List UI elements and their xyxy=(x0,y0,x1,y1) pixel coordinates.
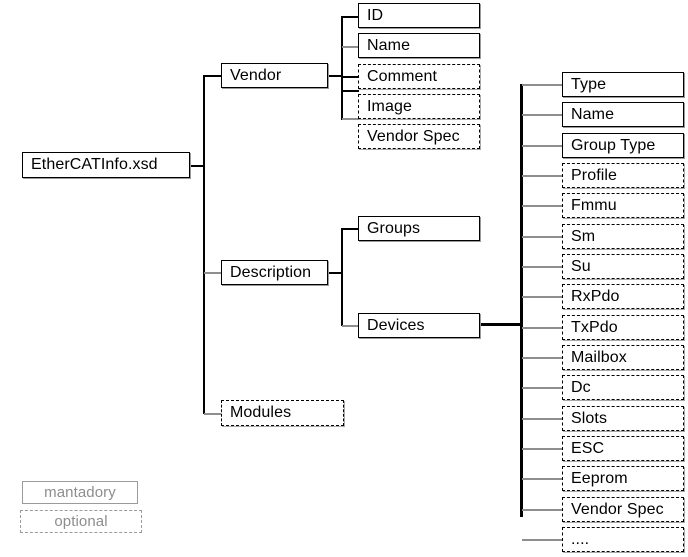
node-label: Devices xyxy=(367,316,425,334)
node-ethercatinfo-xsd[interactable]: EtherCATInfo.xsd xyxy=(22,152,190,178)
node-label: Vendor Spec xyxy=(367,127,460,145)
legend-optional: optional xyxy=(20,510,142,533)
connector-device-to-slots xyxy=(522,418,562,420)
node-device-sm[interactable]: Sm xyxy=(562,224,684,249)
node-label: Sm xyxy=(571,227,596,245)
connector-device-to-eeprom xyxy=(522,478,562,480)
node-label: Type xyxy=(571,75,607,93)
connector-device-to-profile xyxy=(522,175,562,177)
node-device-slots[interactable]: Slots xyxy=(562,406,684,431)
node-label: Vendor xyxy=(230,66,282,84)
connector-device-to-type xyxy=(522,84,562,86)
node-vendor-comment[interactable]: Comment xyxy=(358,64,480,89)
node-label: Image xyxy=(367,97,412,115)
connector-description-trunk xyxy=(341,228,343,326)
node-device-profile[interactable]: Profile xyxy=(562,163,684,188)
node-vendor[interactable]: Vendor xyxy=(221,63,328,88)
node-label: Eeprom xyxy=(571,469,628,487)
connector-main-trunk xyxy=(203,75,205,414)
connector-device-to-txpdo xyxy=(522,327,562,329)
node-device-type[interactable]: Type xyxy=(562,72,684,97)
node-label: Description xyxy=(230,263,312,281)
connector-device-to-su xyxy=(522,266,562,268)
node-vendor-id[interactable]: ID xyxy=(358,3,480,28)
node-device-name[interactable]: Name xyxy=(562,102,684,127)
connector-device-to-esc xyxy=(522,448,562,450)
node-label: Group Type xyxy=(571,136,656,154)
connector-vendor-stub xyxy=(327,75,342,77)
node-modules[interactable]: Modules xyxy=(221,400,344,426)
node-device-su[interactable]: Su xyxy=(562,254,684,279)
connector-device-to-group-type xyxy=(522,145,562,147)
connector-trunk-to-modules xyxy=(204,413,222,415)
node-label: Profile xyxy=(571,166,618,184)
connector-trunk-to-vendor xyxy=(204,75,222,77)
node-device-dc[interactable]: Dc xyxy=(562,375,684,400)
node-vendor-name[interactable]: Name xyxy=(358,33,480,58)
connector-root-stub xyxy=(190,165,204,167)
legend-label: optional xyxy=(54,513,108,530)
connector-device-to-rxpdo xyxy=(522,296,562,298)
node-device-mailbox[interactable]: Mailbox xyxy=(562,345,684,370)
node-groups[interactable]: Groups xyxy=(358,216,480,241)
node-label: Groups xyxy=(367,219,421,237)
connector-device-to-ellipsis xyxy=(522,539,562,541)
connector-vendor-trunk xyxy=(341,16,343,120)
node-device-rxpdo[interactable]: RxPdo xyxy=(562,284,684,309)
node-label: Dc xyxy=(571,378,591,396)
node-label: Name xyxy=(571,105,615,123)
connector-device-to-sm xyxy=(522,236,562,238)
connector-vendor-to-id xyxy=(342,16,359,18)
connector-device-to-name xyxy=(522,114,562,116)
node-devices[interactable]: Devices xyxy=(358,313,480,338)
legend-mandatory: mantadory xyxy=(22,481,138,504)
node-label: Fmmu xyxy=(571,196,617,214)
node-device-esc[interactable]: ESC xyxy=(562,436,684,461)
node-label: Vendor Spec xyxy=(571,500,664,518)
node-device-txpdo[interactable]: TxPdo xyxy=(562,315,684,340)
node-vendor-image[interactable]: Image xyxy=(358,94,480,119)
connector-device-to-mailbox xyxy=(522,357,562,359)
node-label: Slots xyxy=(571,409,608,427)
node-label: Comment xyxy=(367,67,438,85)
connector-vendor-to-comment xyxy=(342,76,359,78)
node-label: .... xyxy=(571,530,590,548)
connector-device-to-vendorspec xyxy=(522,509,562,511)
connector-vendor-to-image xyxy=(342,90,359,92)
connector-vendor-to-vendorspec xyxy=(342,118,359,120)
node-label: ESC xyxy=(571,439,605,457)
node-label: EtherCATInfo.xsd xyxy=(31,156,158,173)
connector-description-to-groups xyxy=(342,228,359,230)
node-label: TxPdo xyxy=(571,318,618,336)
connector-device-to-dc xyxy=(522,387,562,389)
node-device-eeprom[interactable]: Eeprom xyxy=(562,466,684,491)
connector-device-trunk xyxy=(520,84,523,517)
node-label: Su xyxy=(571,257,591,275)
connector-description-stub xyxy=(328,272,342,274)
node-label: Modules xyxy=(230,404,292,421)
connector-trunk-to-description xyxy=(204,272,222,274)
connector-devices-stub xyxy=(480,323,522,326)
node-label: Name xyxy=(367,36,411,54)
node-label: Mailbox xyxy=(571,348,627,366)
node-vendor-spec[interactable]: Vendor Spec xyxy=(358,124,480,149)
connector-description-to-devices xyxy=(342,325,359,327)
connector-device-to-fmmu xyxy=(522,205,562,207)
node-device-fmmu[interactable]: Fmmu xyxy=(562,193,684,218)
node-label: ID xyxy=(367,6,384,24)
node-device-ellipsis[interactable]: .... xyxy=(562,527,684,552)
connector-vendor-to-name xyxy=(342,46,359,48)
node-device-group-type[interactable]: Group Type xyxy=(562,133,684,158)
legend-label: mantadory xyxy=(44,484,116,501)
node-label: RxPdo xyxy=(571,287,620,305)
node-description[interactable]: Description xyxy=(221,260,328,285)
node-device-vendor-spec[interactable]: Vendor Spec xyxy=(562,497,684,522)
